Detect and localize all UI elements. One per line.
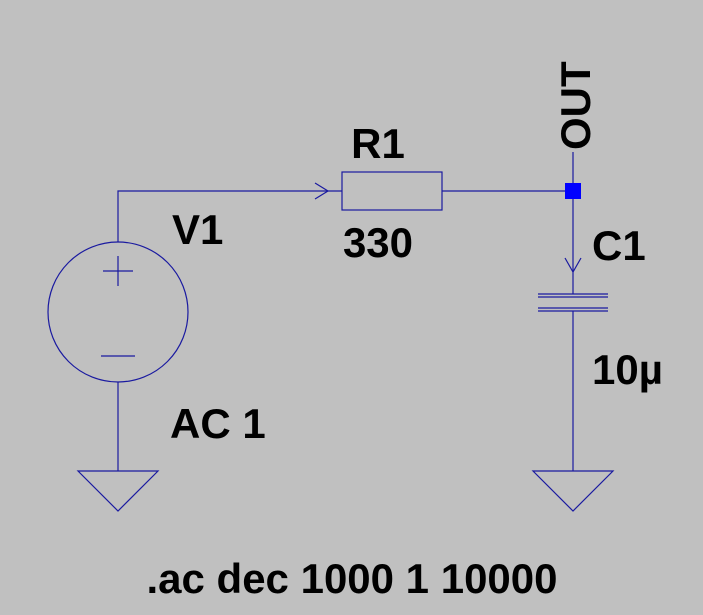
ground-symbol-source[interactable]	[76, 470, 160, 512]
ground-symbol-capacitor[interactable]	[531, 470, 615, 512]
wires	[117, 152, 574, 471]
current-arrow-c1	[564, 257, 582, 274]
voltage-source-v1[interactable]	[47, 241, 189, 383]
source-value-label[interactable]: AC 1	[170, 400, 266, 447]
capacitor-value-label[interactable]: 10µ	[592, 346, 663, 393]
net-label-out[interactable]: OUT	[552, 61, 599, 150]
out-junction-dot[interactable]	[565, 183, 581, 199]
capacitor-c1[interactable]	[538, 293, 608, 312]
spice-directive[interactable]: .ac dec 1000 1 10000	[146, 555, 557, 602]
resistor-name-label[interactable]: R1	[351, 120, 405, 167]
resistor-r1[interactable]	[341, 171, 443, 211]
source-name-label[interactable]: V1	[172, 206, 223, 253]
current-arrow-r1	[314, 182, 330, 200]
resistor-value-label[interactable]: 330	[343, 219, 413, 266]
source-circle	[47, 241, 189, 383]
wire-source-to-r1[interactable]	[117, 190, 342, 242]
capacitor-name-label[interactable]: C1	[592, 222, 646, 269]
